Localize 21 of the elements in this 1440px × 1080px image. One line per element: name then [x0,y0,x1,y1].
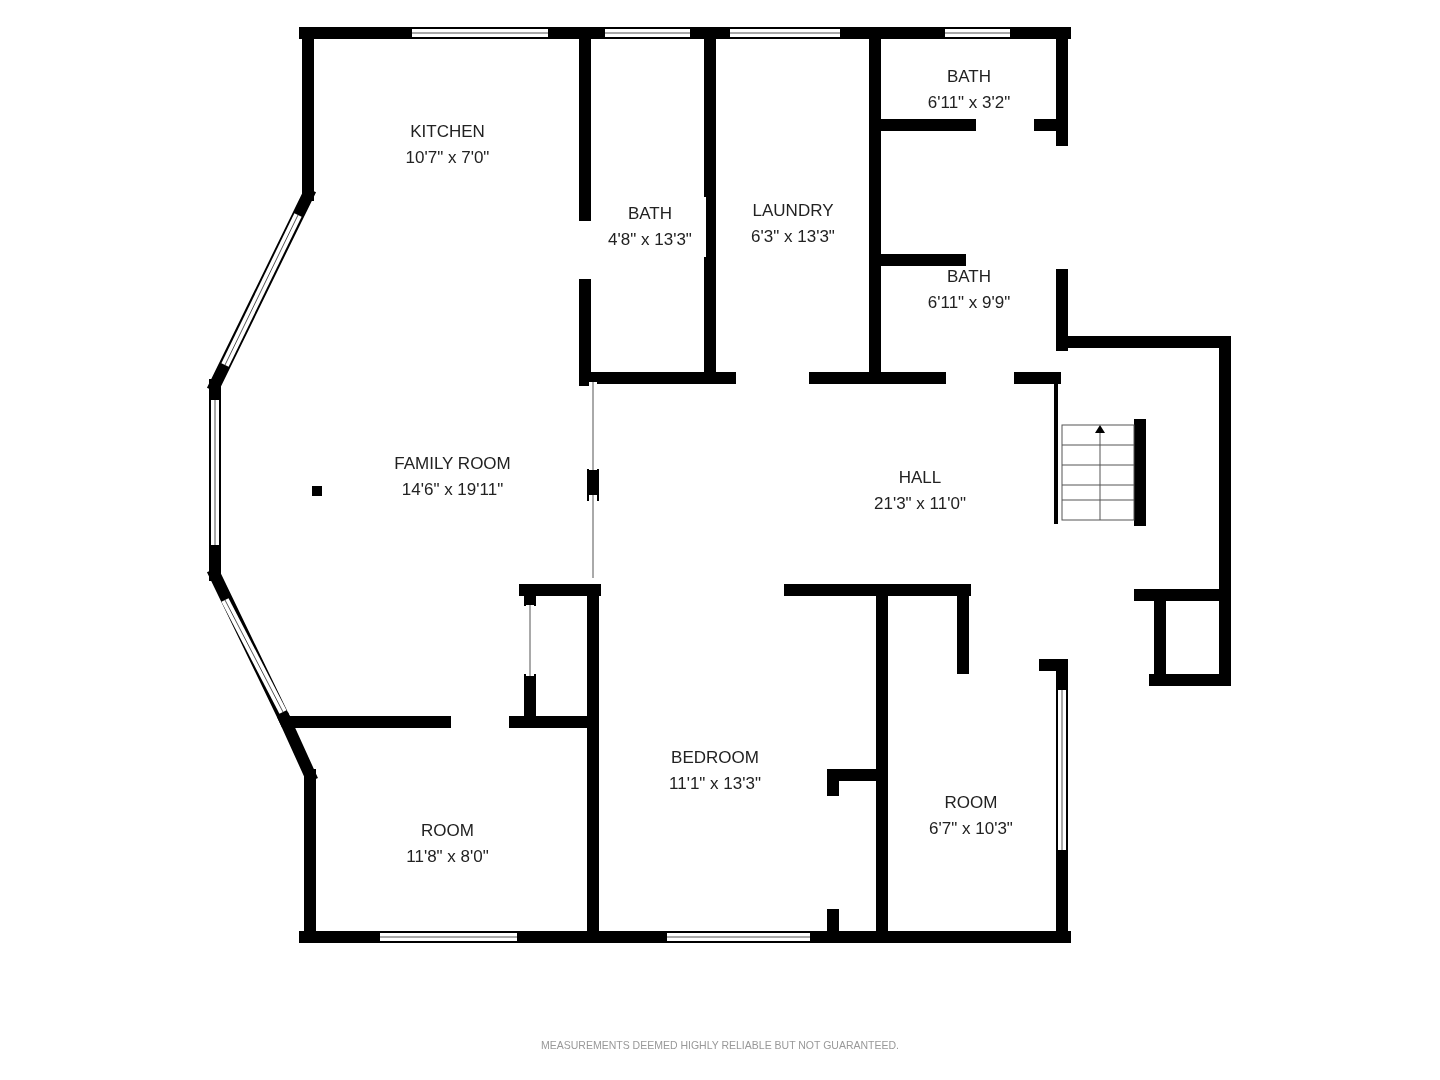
room-dimensions: 6'3" x 13'3" [751,226,835,248]
room-dimensions: 6'11" x 9'9" [927,292,1011,314]
room-name: FAMILY ROOM [394,453,511,475]
room-name: HALL [898,467,942,489]
room-dimensions: 4'8" x 13'3" [608,229,692,251]
room-name: BATH [627,203,673,225]
room-dimensions: 21'3" x 11'0" [874,493,966,515]
room-dimensions: 11'8" x 8'0" [406,846,489,868]
room-name: LAUNDRY [752,200,834,222]
room-dimensions: 6'11" x 3'2" [927,92,1011,114]
room-name: ROOM [944,792,998,814]
disclaimer-note: MEASUREMENTS DEEMED HIGHLY RELIABLE BUT NOT GUARANTEED. [540,1039,899,1051]
room-dimensions: 14'6" x 19'11" [401,479,504,501]
room-name: BATH [946,66,992,88]
room-name: BEDROOM [671,747,759,769]
room-dimensions: 10'7" x 7'0" [405,147,490,169]
room-name: KITCHEN [410,121,485,143]
room-name: ROOM [421,820,474,842]
room-dimensions: 11'1" x 13'3" [669,773,761,795]
room-dimensions: 6'7" x 10'3" [929,818,1013,840]
room-name: BATH [946,266,992,288]
